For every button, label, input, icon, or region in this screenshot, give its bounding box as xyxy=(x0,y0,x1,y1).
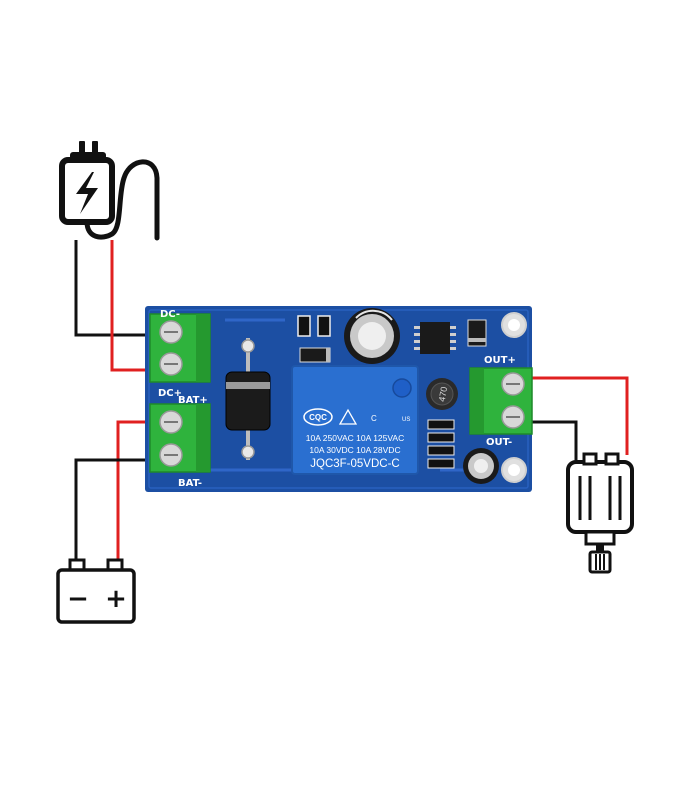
inductor-label: 470 xyxy=(437,386,449,403)
label-bat-minus: BAT- xyxy=(178,478,202,489)
wire-out-minus-black xyxy=(530,420,578,460)
power-diode xyxy=(225,338,271,460)
relay: CQC C US 10A 250VAC 10A 125VAC 10A 30VDC… xyxy=(291,365,419,475)
battery-icon: − + xyxy=(56,558,136,624)
charger-plug-icon xyxy=(59,141,160,241)
relay-logo: CQC xyxy=(309,413,327,422)
label-out-plus: OUT+ xyxy=(484,355,516,366)
battery-plus-sign: + xyxy=(105,584,127,614)
terminal-block-bat xyxy=(149,403,211,473)
relay-model: JQC3F-05VDC-C xyxy=(310,458,399,470)
mounting-holes xyxy=(501,312,527,483)
relay-rating-line2: 10A 30VDC 10A 28VDC xyxy=(309,445,400,455)
ic-chip xyxy=(414,322,456,354)
relay-rating-line1: 10A 250VAC 10A 125VAC xyxy=(306,433,404,443)
label-dc-minus: DC- xyxy=(160,309,180,320)
wire-out-plus-red xyxy=(530,376,629,455)
label-bat-plus: BAT+ xyxy=(178,395,208,406)
relay-mark-us: US xyxy=(402,417,410,423)
smd-components xyxy=(297,315,487,363)
wire-dc-minus-black xyxy=(74,240,160,337)
smd-resistors xyxy=(427,419,455,469)
wires xyxy=(74,240,629,560)
capacitor-top xyxy=(344,308,400,364)
terminal-block-dc xyxy=(149,313,211,383)
terminal-block-out xyxy=(469,367,533,435)
relay-mark-c: C xyxy=(371,414,377,423)
battery-minus-sign: − xyxy=(67,584,89,614)
inductor: 470 xyxy=(426,378,458,410)
label-out-minus: OUT- xyxy=(486,437,512,448)
label-dc-plus: DC+ xyxy=(158,388,182,399)
capacitor-bottom xyxy=(463,448,499,484)
wire-bat-minus-black xyxy=(74,458,160,560)
dc-motor-icon xyxy=(566,452,634,574)
wire-dc-plus-red xyxy=(110,240,160,372)
